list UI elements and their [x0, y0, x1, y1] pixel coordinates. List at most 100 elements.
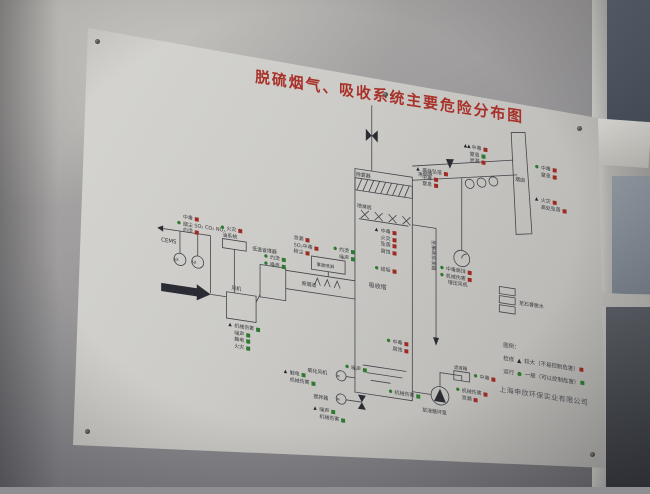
emergency-tank-line-label: 至事故浆液箱 — [430, 240, 437, 271]
hazard-label: 腐蚀 — [392, 345, 403, 354]
hazard-level-square — [416, 394, 421, 400]
cems-label: CEMS — [161, 237, 177, 245]
marker-spacer — [284, 379, 289, 380]
hazard-level-square — [351, 250, 355, 255]
hazard-level-square — [362, 368, 367, 373]
hazard-level-square — [305, 238, 310, 243]
hazard-level-square — [314, 246, 319, 251]
hazard-level-square — [434, 183, 439, 189]
marker-spacer — [313, 416, 318, 417]
hazard-label: 窒息 — [540, 171, 551, 180]
marker-spacer — [288, 238, 293, 239]
agitator-label: 搅拌器 — [313, 393, 328, 402]
hazard-level-square — [194, 230, 199, 236]
fan-label: 风机 — [231, 284, 241, 293]
operation-marker-icon: ● — [220, 225, 225, 231]
hazard-level-square — [256, 327, 261, 333]
screw-top-center — [383, 92, 388, 97]
hazard-level-square — [404, 342, 409, 347]
demister-label: 除雾器 — [356, 171, 371, 180]
raw-duct-label: 原烟道 — [302, 280, 317, 289]
hazard-level-square — [552, 168, 557, 174]
marker-spacer — [456, 397, 461, 398]
window-rail — [601, 292, 650, 309]
gypsum-dewatering-label: 至石膏脱水 — [519, 300, 544, 311]
marker-spacer — [288, 251, 293, 252]
analyzer-label: AX — [173, 256, 179, 262]
marker-spacer — [464, 153, 469, 154]
window-pane-mid — [612, 176, 650, 294]
hazard-level-square — [552, 174, 557, 180]
maintenance-marker-icon: ▲ — [283, 369, 288, 375]
hazard-level-square — [305, 251, 310, 256]
marker-spacer — [375, 250, 380, 251]
agitator-propeller-icon — [357, 394, 366, 403]
operation-marker-icon: ● — [388, 389, 393, 395]
damper-icon — [445, 159, 454, 169]
marker-spacer — [535, 174, 540, 175]
marker-spacer — [375, 237, 380, 238]
hazard-group-duct-instruments: ▲▲中毒窒息泄漏 — [464, 144, 488, 167]
hazard-level-square — [301, 373, 306, 378]
hazard-level-square — [194, 217, 199, 223]
hazard-level-square — [562, 208, 567, 214]
marker-spacer — [387, 348, 392, 349]
hazard-level-square — [392, 250, 397, 256]
motor-symbol: M — [337, 397, 340, 401]
screw-top-right — [577, 126, 582, 131]
hazard-label: 噪声 — [339, 253, 350, 262]
hazard-label: 泄漏 — [469, 157, 480, 166]
operation-marker-icon: ● — [386, 338, 391, 344]
operation-marker-icon: ● — [517, 371, 522, 378]
window-pane-bottom — [606, 307, 650, 487]
pump-impeller-icon — [434, 388, 446, 403]
maintenance-marker-icon: ▲ — [313, 406, 317, 412]
absorber-label: 吸收塔 — [369, 281, 387, 292]
hazard-level-square — [351, 256, 355, 262]
maintenance-marker-icon: ▲ — [228, 322, 232, 328]
hazard-level-square — [481, 154, 486, 159]
screw-top-left — [95, 39, 100, 44]
operation-marker-icon: ● — [455, 387, 460, 393]
hazard-label: 噪声 — [351, 365, 361, 373]
filtrate-tank-label: 滤液箱 — [454, 364, 468, 373]
clean-duct-label: 净烟道 — [417, 170, 433, 178]
hazard-level-square — [467, 270, 472, 276]
marker-spacer — [535, 207, 540, 208]
marker-spacer — [177, 217, 182, 218]
hazard-level-square — [392, 244, 397, 249]
screw-bottom-left — [85, 429, 90, 434]
hazard-level-square — [491, 377, 496, 383]
marker-spacer — [333, 256, 338, 257]
economizer-label: 低温省煤器 — [252, 245, 277, 256]
flow-arrow-icon — [161, 282, 211, 301]
hazard-label: 泄漏 — [461, 394, 472, 403]
operation-marker-icon: ● — [263, 260, 268, 267]
hazard-level-square — [392, 231, 397, 236]
hazard-label: 结垢 — [380, 266, 391, 275]
marker-spacer — [416, 183, 421, 184]
operation-marker-icon: ● — [333, 246, 338, 252]
marker-spacer — [416, 177, 421, 178]
motor-symbol: M — [337, 374, 340, 378]
marker-spacer — [464, 160, 469, 161]
hazard-label: 火灾 — [226, 225, 237, 234]
hazard-level-square — [579, 367, 584, 373]
board-content: 脱硫烟气、吸收系统主要危险分布图 — [88, 28, 606, 468]
screw-bottom-right — [590, 452, 595, 457]
marker-spacer — [228, 332, 233, 333]
hazard-level-square — [311, 381, 316, 386]
hazard-label: 粉尘 — [293, 248, 304, 256]
chimney-label: 烟囱 — [515, 176, 525, 185]
hazard-label: 噪声 — [269, 261, 280, 269]
marker-spacer — [375, 244, 380, 245]
hazard-level-square — [483, 147, 488, 153]
hazard-label: 窒息 — [422, 180, 433, 189]
hazard-group-tower-internal: ▲中毒火灾坠落腐蚀 — [375, 227, 397, 257]
hazard-level-square — [443, 172, 448, 177]
hazard-level-square — [341, 418, 346, 423]
hazard-level-square — [483, 392, 488, 398]
maintenance-marker-icon: ▲ — [534, 196, 539, 203]
valve-icon — [365, 128, 372, 141]
